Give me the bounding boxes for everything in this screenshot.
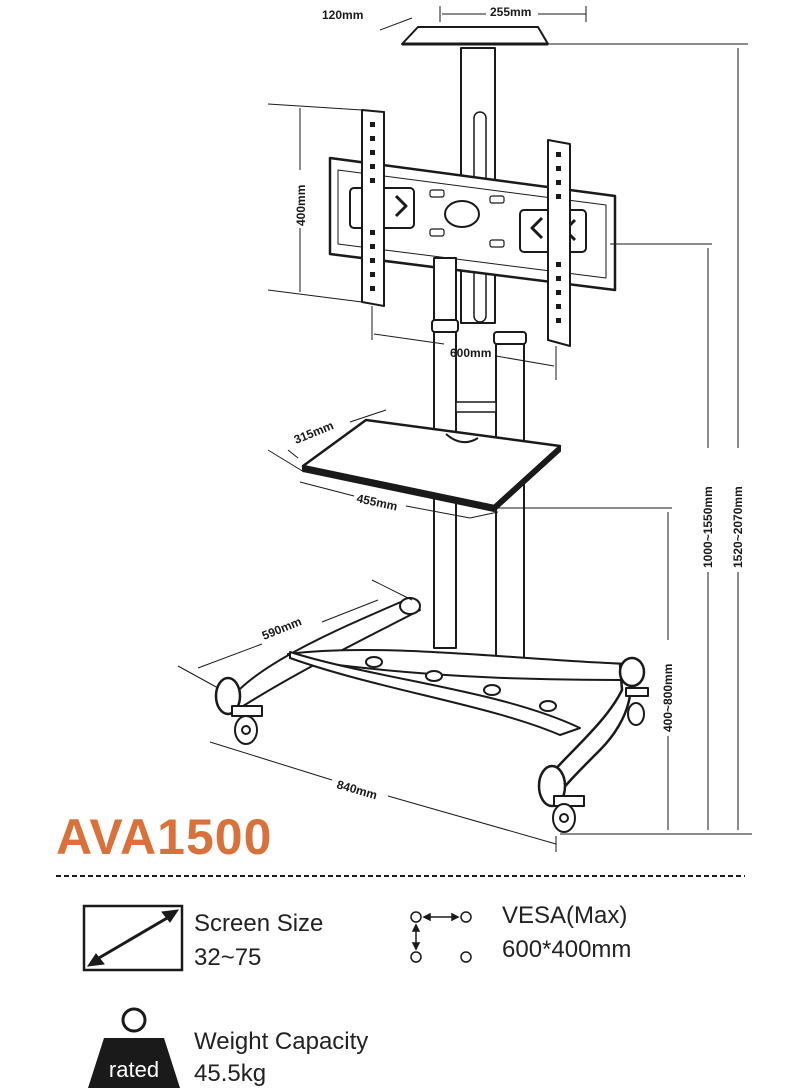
dim-shelf-height: 400~800mm: [661, 664, 675, 732]
weight-label: Weight Capacity: [194, 1028, 369, 1055]
caster-wheel-right: [625, 687, 649, 726]
tv-cart-illustration: [214, 26, 649, 833]
dim-315: 315mm: [292, 418, 336, 446]
vesa-label: VESA(Max): [502, 902, 628, 929]
vesa-value: 600*400mm: [502, 936, 632, 963]
right-end-cap: [618, 656, 646, 688]
weight-icon: rated: [88, 1007, 180, 1088]
right-vesa-bracket: [547, 139, 571, 347]
rated-badge: rated: [109, 1057, 159, 1082]
weight-value: 45.5kg: [194, 1060, 267, 1087]
left-vesa-bracket: [361, 109, 385, 307]
screen-size-value: 32~75: [194, 944, 262, 971]
dim-590: 590mm: [260, 614, 304, 642]
dim-mount-height: 1000~1550mm: [701, 486, 715, 568]
dim-total-height: 1520~2070mm: [731, 486, 745, 568]
vesa-holes-icon: [410, 911, 472, 963]
dim-840: 840mm: [335, 777, 379, 802]
model-name: AVA1500: [56, 809, 273, 865]
diagonal-arrow-icon: [82, 904, 184, 972]
top-camera-shelf: [401, 26, 549, 45]
caster-wheel-front: [552, 795, 585, 833]
caster-wheel-left: [231, 705, 263, 745]
dim-120: 120mm: [322, 8, 363, 22]
dim-600: 600mm: [450, 346, 491, 360]
dim-455: 455mm: [355, 491, 398, 513]
screen-size-label: Screen Size: [194, 910, 324, 937]
dim-400: 400mm: [294, 185, 308, 226]
dim-255: 255mm: [490, 5, 531, 19]
dimension-lines: [177, 6, 752, 852]
